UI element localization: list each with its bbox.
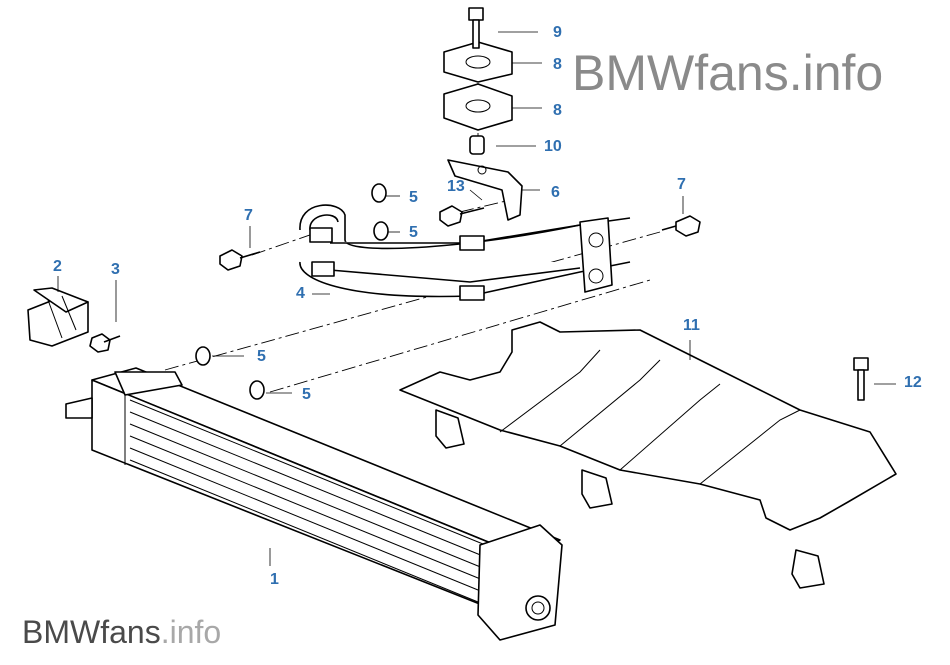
callout-8a: 8 xyxy=(553,56,562,73)
bracket-part-2 xyxy=(27,276,89,347)
callout-7a: 7 xyxy=(244,207,253,224)
callout-11: 11 xyxy=(683,317,700,334)
bolt-part-12 xyxy=(853,357,896,401)
callout-5b: 5 xyxy=(409,224,418,241)
watermark-brand: BMWfans xyxy=(22,614,161,650)
callout-5a: 5 xyxy=(409,189,418,206)
watermark-top: BMWfans.info xyxy=(572,45,884,101)
callout-labels: 1 2 3 4 5 5 5 5 6 7 7 8 8 9 10 11 12 13 xyxy=(53,24,922,588)
callout-10: 10 xyxy=(544,138,562,155)
callout-8b: 8 xyxy=(553,102,562,119)
watermark-bottom: BMWfans.info xyxy=(22,614,221,651)
watermark-suffix: .info xyxy=(160,614,222,650)
callout-9: 9 xyxy=(553,24,562,41)
callout-12: 12 xyxy=(904,374,922,391)
callout-2: 2 xyxy=(53,258,62,275)
callout-1: 1 xyxy=(270,571,279,588)
bolt-part-9 xyxy=(468,7,538,49)
callout-3: 3 xyxy=(111,261,120,278)
callout-13: 13 xyxy=(447,178,465,195)
rubber-mounts-part-8 xyxy=(443,41,542,131)
oil-cooler-part-1 xyxy=(65,367,563,641)
bracket-part-6 xyxy=(447,159,540,221)
bolt-part-13 xyxy=(439,189,485,227)
callout-5c: 5 xyxy=(257,348,266,365)
callout-7b: 7 xyxy=(677,176,686,193)
screw-part-3 xyxy=(89,280,121,353)
callout-4: 4 xyxy=(296,285,305,302)
spacer-part-10 xyxy=(469,135,536,155)
bolts-part-7 xyxy=(219,196,701,271)
o-rings-part-5 xyxy=(195,183,400,400)
air-guide-part-11 xyxy=(399,321,897,589)
callout-6: 6 xyxy=(551,184,560,201)
oil-lines-part-4 xyxy=(299,204,631,301)
callout-5d: 5 xyxy=(302,386,311,403)
